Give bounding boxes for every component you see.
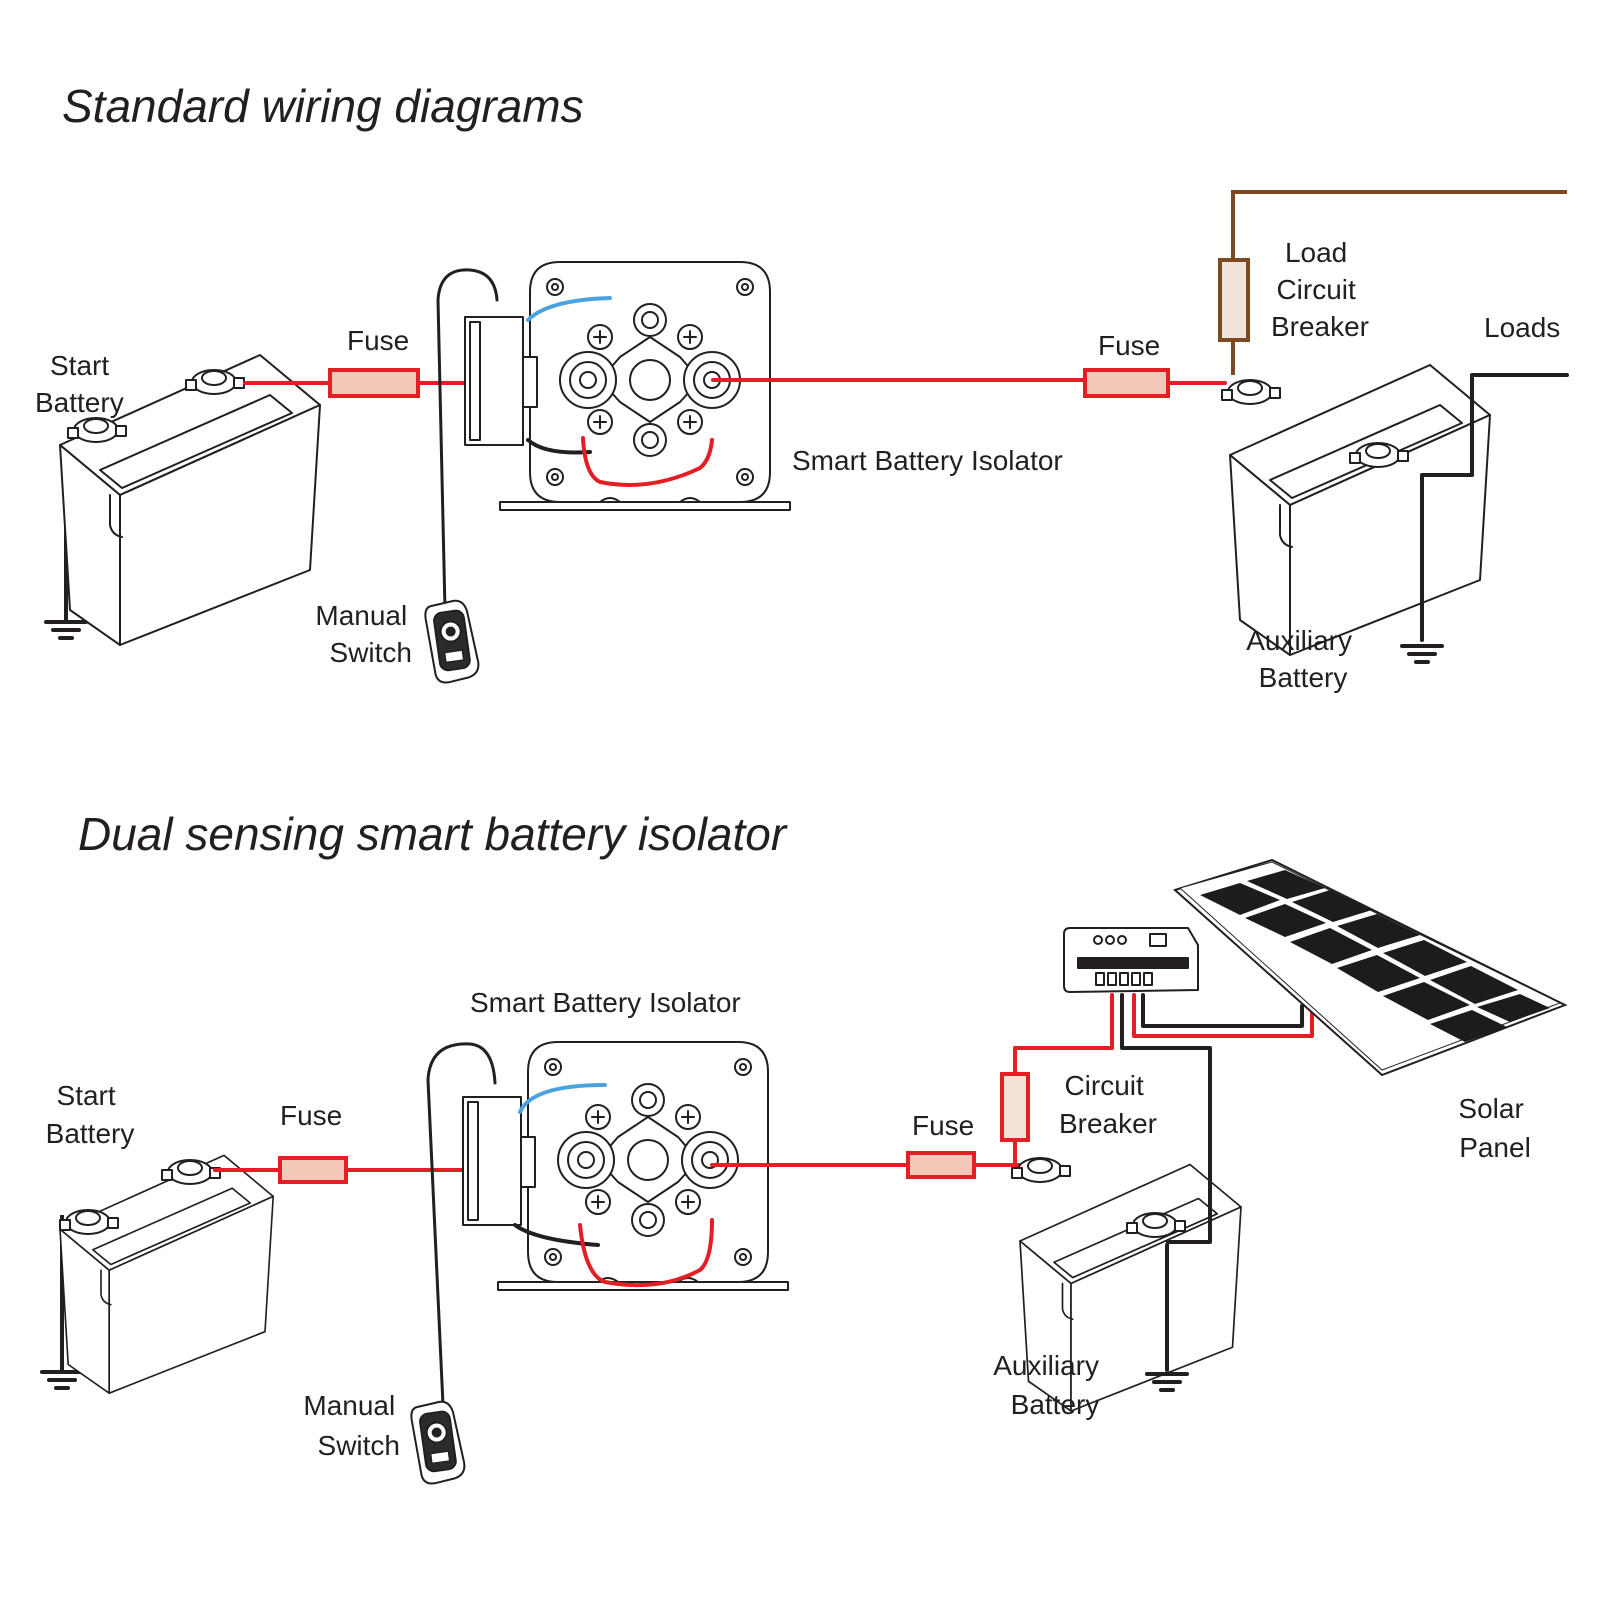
- d1-sense-wire: [526, 296, 612, 322]
- d1-loads-label: Loads: [1484, 312, 1560, 343]
- d1-start-battery-label: Start Battery: [35, 350, 124, 418]
- d1-isolator-label: Smart Battery Isolator: [792, 445, 1063, 476]
- d2-sense-wire: [518, 1083, 607, 1114]
- d2-fuse-left-label: Fuse: [280, 1100, 342, 1131]
- d2-neg-wire-isolator: [513, 1223, 600, 1247]
- d2-aux-neg-to-regulator-wire: [1120, 993, 1212, 1244]
- d1-isolator-loop-wire: [581, 436, 714, 487]
- d2-aux-pos-terminal-icon: [1011, 1157, 1071, 1183]
- d1-load-breaker-icon: [1218, 258, 1250, 342]
- d1-aux-battery-label: Auxiliary Battery: [1246, 625, 1360, 693]
- d1-fuse-right-label: Fuse: [1098, 330, 1160, 361]
- d2-fuse-right-label: Fuse: [912, 1110, 974, 1141]
- d2-manual-switch-icon: [408, 1398, 468, 1487]
- d2-start-ground-icon: [40, 1370, 84, 1390]
- d2-solar-neg-wire: [1141, 993, 1304, 1028]
- d1-aux-battery: [1229, 364, 1491, 656]
- d1-manual-switch-label: Manual Switch: [315, 600, 415, 668]
- d2-solar-panel-label: Solar Panel: [1458, 1093, 1531, 1163]
- d2-solar-pos-wire: [1132, 993, 1314, 1038]
- d1-aux-ground-icon: [1400, 644, 1444, 664]
- d2-solar-panel-icon: [1173, 858, 1568, 1077]
- d2-fuse-right-icon: [906, 1151, 976, 1179]
- d2-start-battery-label: Start Battery: [46, 1080, 135, 1149]
- d1-pos-wire-right: [711, 378, 1227, 385]
- d1-fuse-left-icon: [328, 368, 420, 398]
- d1-neg-wire-isolator: [526, 438, 592, 455]
- d2-isolator-label: Smart Battery Isolator: [470, 987, 741, 1018]
- d1-aux-pos-terminal-icon: [1221, 379, 1281, 405]
- d1-fuse-right-icon: [1083, 368, 1170, 398]
- d2-manual-switch-label: Manual Switch: [303, 1390, 403, 1461]
- d1-load-breaker-label: Load Circuit Breaker: [1271, 237, 1369, 342]
- d2-isolator-loop-wire: [578, 1218, 714, 1288]
- d1-fuse-left-label: Fuse: [347, 325, 409, 356]
- d2-charge-controller-icon: [1063, 927, 1199, 993]
- d2-breaker-icon: [1000, 1072, 1030, 1142]
- d1-manual-switch-icon: [422, 597, 482, 686]
- d2-switch-cable: [426, 1042, 497, 1407]
- diagram2-title: Dual sensing smart battery isolator: [78, 808, 788, 860]
- d2-start-battery: [59, 1154, 275, 1395]
- d1-isolator: [464, 261, 791, 511]
- diagram1-title: Standard wiring diagrams: [62, 80, 584, 132]
- d2-aux-battery-label: Auxiliary Battery: [993, 1350, 1107, 1420]
- d2-breaker-label: Circuit Breaker: [1059, 1070, 1157, 1139]
- d1-switch-cable: [436, 268, 499, 612]
- d1-start-ground-icon: [44, 620, 88, 640]
- d1-loads-neg-wire: [1420, 373, 1569, 642]
- d2-fuse-left-icon: [278, 1156, 348, 1184]
